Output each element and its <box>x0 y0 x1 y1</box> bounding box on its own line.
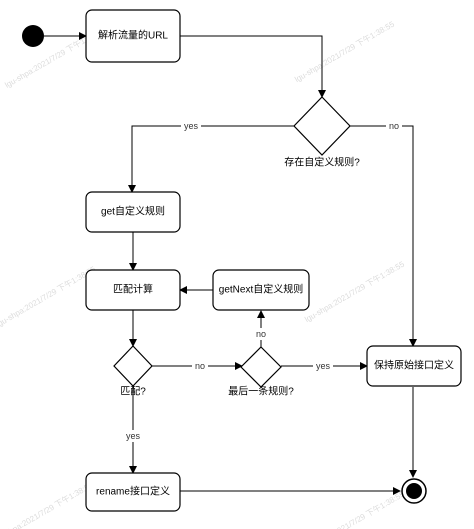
decision-rule-exists: 存在自定义规则? <box>284 96 360 169</box>
watermark: lgu-shpa:2021/7/29 下午1:38:55 <box>303 488 407 529</box>
start-node <box>22 25 44 47</box>
decision-matched-label: 匹配? <box>120 386 146 398</box>
edge-labels: yes no no no yes yes <box>123 120 402 442</box>
node-rename-label: rename接口定义 <box>96 485 170 498</box>
edge-label-no-last: no <box>256 329 266 339</box>
edge-parse-to-rule-exists <box>180 35 326 98</box>
watermark: lgu-shpa:2021/7/29 下午1:38:55 <box>0 479 95 529</box>
edge-label-yes-exists: yes <box>184 121 199 131</box>
edge-rule-exists-no <box>350 125 417 347</box>
end-node <box>401 478 427 504</box>
node-keep-original-label: 保持原始接口定义 <box>374 359 454 372</box>
node-rename: rename接口定义 <box>85 472 181 512</box>
watermark-layer: lgu-shpa:2021/7/29 下午1:38:55 lgu-shpa:20… <box>0 18 406 529</box>
node-get-next-rule-label: getNext自定义规则 <box>219 283 303 296</box>
decision-last-rule-label: 最后一条规则? <box>228 385 294 398</box>
node-match-calc-label: 匹配计算 <box>113 283 153 296</box>
node-get-rule: get自定义规则 <box>85 191 181 233</box>
watermark: lgu-shpa:2021/7/29 下午1:38:55 <box>293 18 397 84</box>
node-get-rule-label: get自定义规则 <box>101 205 165 218</box>
decision-matched: 匹配? <box>113 345 153 398</box>
edge-label-yes-match: yes <box>126 431 141 441</box>
edge-rule-exists-yes <box>128 125 294 193</box>
node-match-calc: 匹配计算 <box>85 269 181 311</box>
watermark: lgu-shpa:2021/7/29 下午1:38:55 <box>0 263 98 329</box>
edge-label-no-exists: no <box>389 121 399 131</box>
decision-last-rule: 最后一条规则? <box>228 346 294 398</box>
decision-rule-exists-label: 存在自定义规则? <box>284 156 360 169</box>
watermark: lgu-shpa:2021/7/29 下午1:38:55 <box>303 258 407 324</box>
node-keep-original: 保持原始接口定义 <box>366 345 462 387</box>
edge-label-no-match: no <box>195 361 205 371</box>
node-get-next-rule: getNext自定义规则 <box>212 269 310 311</box>
node-parse-url: 解析流量的URL <box>85 9 181 63</box>
edge-label-yes-last: yes <box>316 361 331 371</box>
node-parse-url-label: 解析流量的URL <box>98 29 168 42</box>
